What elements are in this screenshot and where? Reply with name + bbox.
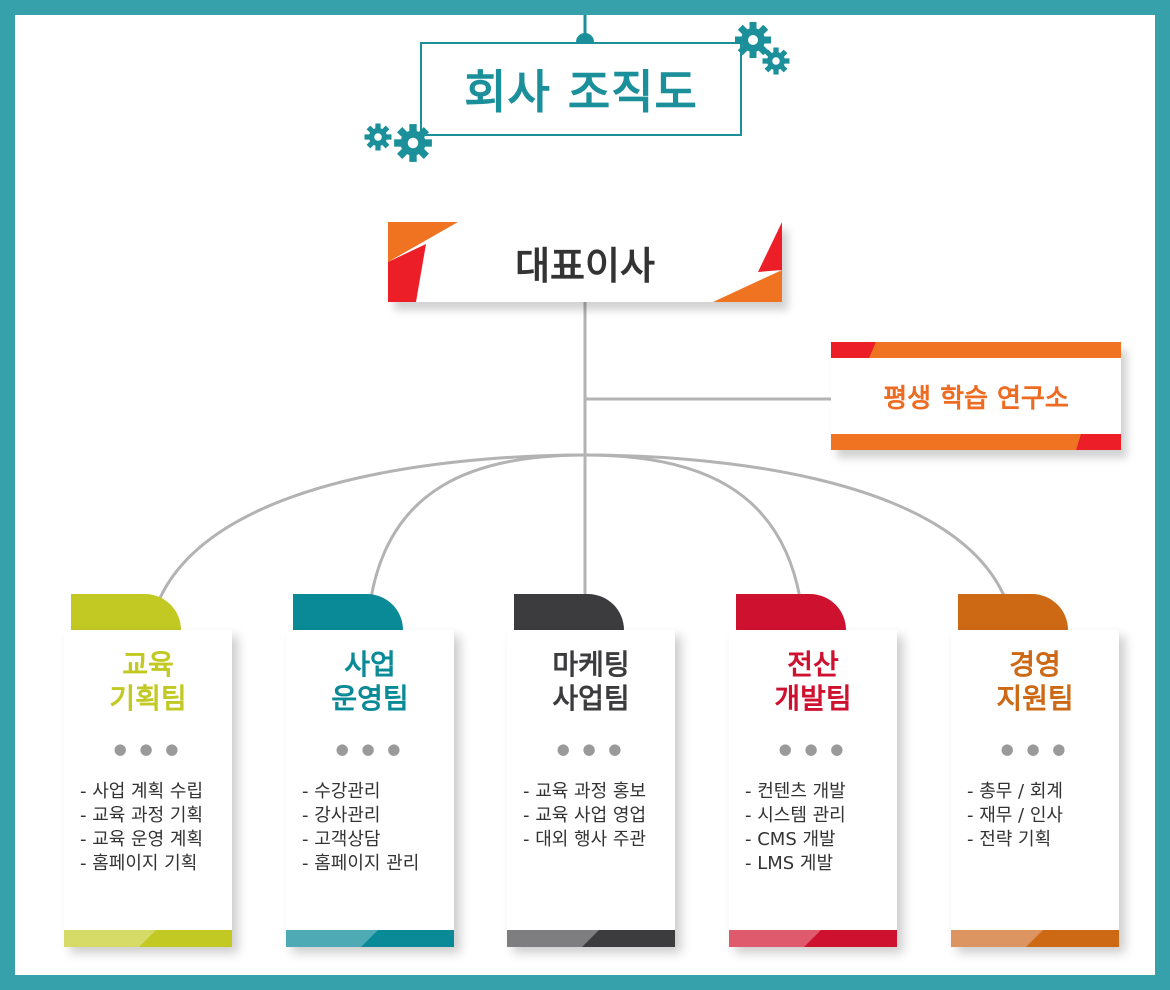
ceo-label: 대표이사	[515, 243, 655, 288]
duty-list: - 교육 과정 홍보 - 교육 사업 영업 - 대외 행사 주관	[523, 780, 673, 852]
list-item: - 고객상담	[302, 829, 381, 850]
team-card-it-development: 전산 개발팀 ● ● ● - 컨텐츠 개발 - 시스템 관리 - CMS 개발 …	[729, 594, 897, 947]
list-item: - 교육 사업 영업	[523, 805, 647, 826]
title-box: 회사 조직도	[420, 42, 742, 136]
team-card-marketing: 마케팅 사업팀 ● ● ● - 교육 과정 홍보 - 교육 사업 영업 - 대외…	[507, 594, 675, 947]
team-tab	[293, 594, 403, 630]
team-body: 사업 운영팀 ● ● ● - 수강관리 - 강사관리 - 고객상담 - 홈페이지…	[286, 630, 454, 947]
duty-list: - 총무 / 회계 - 재무 / 인사 - 전략 기획	[967, 780, 1117, 852]
dots-separator: ● ● ●	[778, 740, 848, 758]
list-item: - 교육 운영 계획	[80, 829, 204, 850]
list-item: - 홈페이지 관리	[302, 853, 420, 874]
list-item: - 시스템 관리	[745, 805, 846, 826]
duty-list: - 컨텐츠 개발 - 시스템 관리 - CMS 개발 - LMS 게발	[745, 780, 895, 876]
dots-separator: ● ● ●	[113, 740, 183, 758]
team-name: 마케팅 사업팀	[552, 648, 630, 715]
lab-box: 평생 학습 연구소	[831, 342, 1121, 450]
team-tab	[736, 594, 846, 630]
dots-separator: ● ● ●	[335, 740, 405, 758]
team-footer-bar	[507, 930, 675, 947]
team-body: 교육 기획팀 ● ● ● - 사업 계획 수립 - 교육 과정 기획 - 교육 …	[64, 630, 232, 947]
team-card-business-operation: 사업 운영팀 ● ● ● - 수강관리 - 강사관리 - 고객상담 - 홈페이지…	[286, 594, 454, 947]
gear-icon	[394, 124, 432, 162]
list-item: - 대외 행사 주관	[523, 829, 647, 850]
lab-bar-decoration	[831, 342, 1121, 450]
page-title: 회사 조직도	[464, 65, 698, 119]
team-card-management-support: 경영 지원팀 ● ● ● - 총무 / 회계 - 재무 / 인사 - 전략 기획	[951, 594, 1119, 947]
list-item: - 홈페이지 기획	[80, 853, 198, 874]
lab-label: 평생 학습 연구소	[883, 383, 1069, 414]
dots-separator: ● ● ●	[556, 740, 626, 758]
team-name: 사업 운영팀	[331, 648, 409, 715]
team-name: 전산 개발팀	[774, 648, 852, 715]
team-name: 경영 지원팀	[996, 648, 1074, 715]
team-footer-bar	[729, 930, 897, 947]
team-footer-bar	[951, 930, 1119, 947]
list-item: - 수강관리	[302, 781, 381, 802]
team-card-education-planning: 교육 기획팀 ● ● ● - 사업 계획 수립 - 교육 과정 기획 - 교육 …	[64, 594, 232, 947]
gear-icon	[364, 123, 392, 151]
gear-icon	[762, 47, 790, 75]
list-item: - 사업 계획 수립	[80, 781, 204, 802]
team-tab	[71, 594, 181, 630]
duty-list: - 수강관리 - 강사관리 - 고객상담 - 홈페이지 관리	[302, 780, 452, 876]
list-item: - 교육 과정 기획	[80, 805, 204, 826]
team-tab	[514, 594, 624, 630]
team-tab	[958, 594, 1068, 630]
team-body: 전산 개발팀 ● ● ● - 컨텐츠 개발 - 시스템 관리 - CMS 개발 …	[729, 630, 897, 947]
list-item: - 전략 기획	[967, 829, 1052, 850]
list-item: - LMS 게발	[745, 853, 834, 874]
team-name: 교육 기획팀	[109, 648, 187, 715]
team-body: 마케팅 사업팀 ● ● ● - 교육 과정 홍보 - 교육 사업 영업 - 대외…	[507, 630, 675, 947]
team-body: 경영 지원팀 ● ● ● - 총무 / 회계 - 재무 / 인사 - 전략 기획	[951, 630, 1119, 947]
team-footer-bar	[64, 930, 232, 947]
list-item: - 컨텐츠 개발	[745, 781, 846, 802]
list-item: - 교육 과정 홍보	[523, 781, 647, 802]
list-item: - 강사관리	[302, 805, 381, 826]
ceo-corner-decoration	[388, 222, 782, 302]
list-item: - 총무 / 회계	[967, 781, 1063, 802]
dots-separator: ● ● ●	[1000, 740, 1070, 758]
ceo-box: 대표이사	[388, 222, 782, 302]
duty-list: - 사업 계획 수립 - 교육 과정 기획 - 교육 운영 계획 - 홈페이지 …	[80, 780, 230, 876]
list-item: - CMS 개발	[745, 829, 836, 850]
list-item: - 재무 / 인사	[967, 805, 1063, 826]
team-footer-bar	[286, 930, 454, 947]
